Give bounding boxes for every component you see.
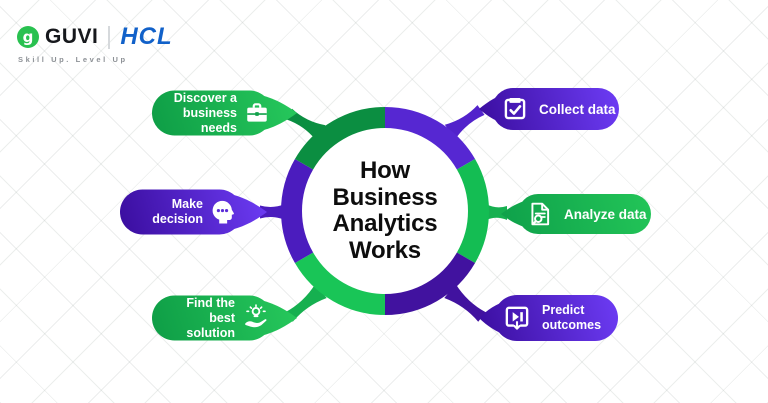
center-title-line: Business xyxy=(332,183,438,211)
node-make-decision-label: Make decision xyxy=(152,197,203,226)
node-discover-label: Discover a business needs xyxy=(173,90,237,135)
ring-segment-bottom-left xyxy=(294,252,386,315)
node-collect-data: Collect data xyxy=(502,88,617,130)
hcl-logo: HCL xyxy=(120,23,173,50)
node-collect-data-label: Collect data xyxy=(539,101,616,117)
guvi-logo: GUVI xyxy=(45,25,99,48)
brand-divider xyxy=(108,25,111,49)
node-find-best-solution: Find the best solution xyxy=(158,295,270,340)
guvi-logo-icon: g xyxy=(17,26,39,48)
brand-tagline: Skill Up. Level Up xyxy=(18,55,128,64)
brand-header: g GUVI HCL Skill Up. Level Up xyxy=(17,23,173,64)
center-title: How Business Analytics Works xyxy=(293,149,477,273)
node-predict-outcomes: Predict outcomes xyxy=(503,296,615,340)
ring-segment-bottom-right xyxy=(384,252,476,315)
ring-segment-top-right xyxy=(384,107,476,170)
center-title-line: Analytics xyxy=(332,210,438,237)
briefcase-icon xyxy=(244,100,270,126)
ring-segment-right xyxy=(456,159,489,263)
center-title-line: Works xyxy=(349,236,421,264)
forecast-board-icon xyxy=(503,304,531,332)
connector-analyze-data xyxy=(486,204,507,220)
connector-collect-data xyxy=(444,105,485,140)
node-analyze-data-label: Analyze data xyxy=(564,206,647,222)
connector-discover xyxy=(285,108,326,141)
idea-hand-icon xyxy=(242,304,270,332)
document-search-icon xyxy=(527,201,553,227)
pill-discover xyxy=(152,90,297,136)
connectors xyxy=(260,105,507,322)
decision-head-icon xyxy=(210,198,238,226)
hub-disc xyxy=(281,107,489,315)
connector-predict-outcomes xyxy=(444,284,486,322)
ring-segment-left xyxy=(281,159,314,263)
node-analyze-data: Analyze data xyxy=(527,194,649,234)
ring-segment-top-left xyxy=(294,107,386,170)
pill-find-solution xyxy=(152,295,297,341)
center-title-line: How xyxy=(359,157,411,184)
node-find-solution-label: Find the best solution xyxy=(186,295,235,340)
node-discover-business-needs: Discover a business needs xyxy=(158,90,270,135)
process-ring xyxy=(281,107,489,315)
pill-analyze-data xyxy=(501,194,651,234)
clipboard-check-icon xyxy=(502,96,528,122)
connector-make-decision xyxy=(260,204,285,220)
node-predict-outcomes-label: Predict outcomes xyxy=(542,303,602,332)
pill-make-decision xyxy=(120,189,267,235)
node-make-decision: Make decision xyxy=(126,191,238,233)
connector-find-solution xyxy=(285,284,327,322)
guvi-icon-glyph: g xyxy=(22,27,34,46)
